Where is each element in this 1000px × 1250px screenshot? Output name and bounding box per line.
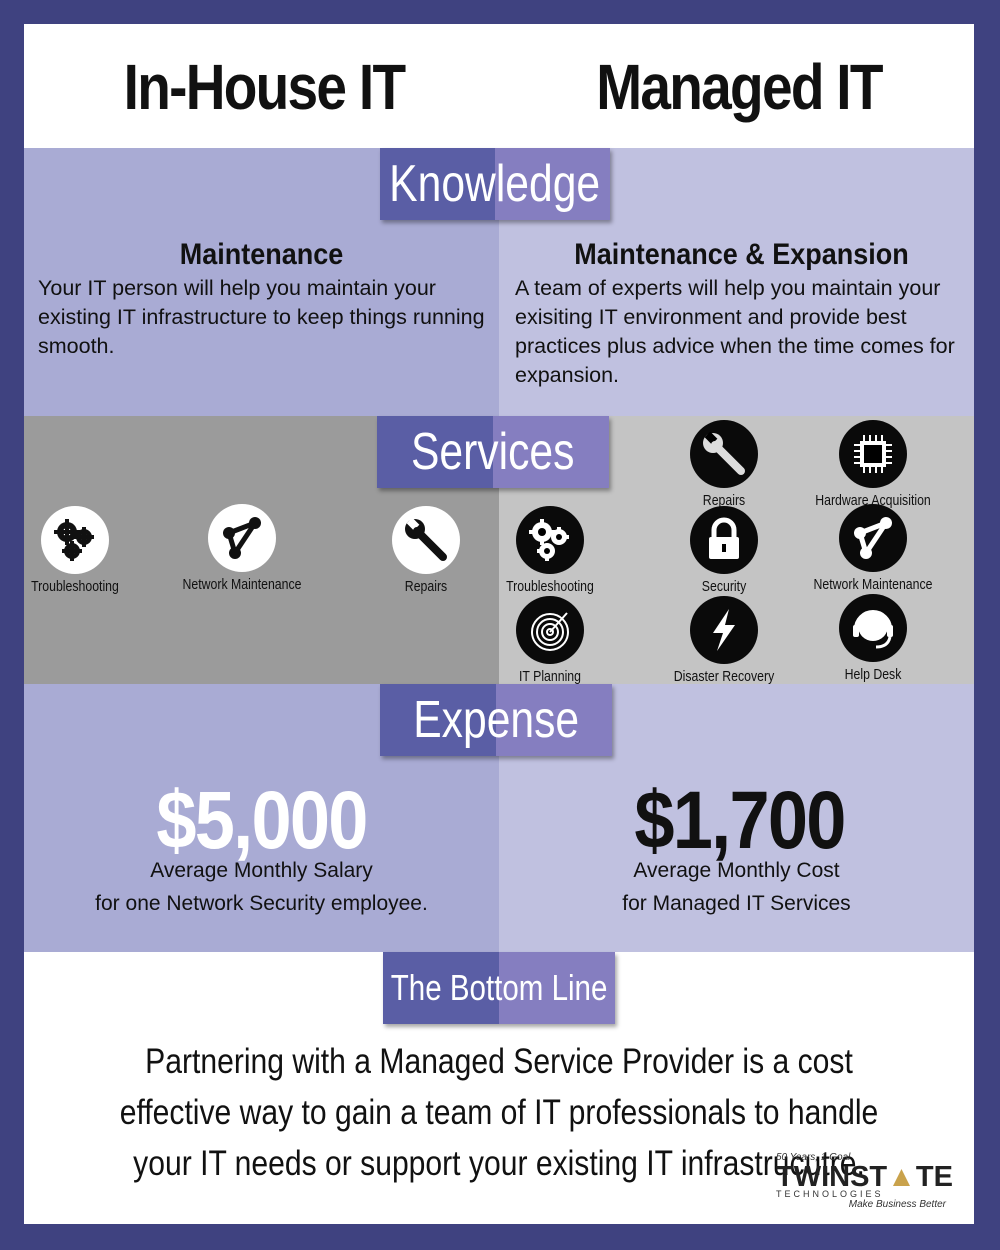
gears-icon bbox=[516, 506, 584, 574]
service-hardware-acquisition-managed: Hardware Acquisition bbox=[798, 420, 948, 509]
services-section: Services Troubleshooting Network Mainten… bbox=[24, 416, 974, 685]
service-disaster-recovery-managed: Disaster Recovery bbox=[649, 596, 799, 685]
service-security-managed: Security bbox=[649, 506, 799, 595]
managed-title: Managed IT bbox=[596, 51, 883, 123]
service-help-desk-managed: Help Desk bbox=[798, 594, 948, 683]
expense-section: Expense $5,000 Average Monthly Salary fo… bbox=[24, 684, 974, 952]
logo-tagline: 50 Years, 1 Goal bbox=[776, 1152, 851, 1163]
bottom-line-label: The Bottom Line bbox=[383, 952, 615, 1024]
bottom-line-text: Partnering with a Managed Service Provid… bbox=[119, 1042, 879, 1183]
right-knowledge-text: A team of experts will help you maintain… bbox=[515, 276, 955, 387]
target-icon bbox=[516, 596, 584, 664]
services-label: Services bbox=[377, 416, 609, 488]
service-repairs-managed: Repairs bbox=[649, 420, 799, 509]
knowledge-section: Knowledge Maintenance Your IT person wil… bbox=[24, 148, 974, 416]
lightning-icon bbox=[690, 596, 758, 664]
lock-icon bbox=[690, 506, 758, 574]
network-icon bbox=[208, 504, 276, 572]
managed-amount: $1,700 bbox=[634, 775, 846, 866]
logo-star-icon: ▲ bbox=[887, 1161, 916, 1193]
expense-label: Expense bbox=[380, 684, 612, 756]
knowledge-label: Knowledge bbox=[380, 148, 610, 220]
logo-slogan: Make Business Better bbox=[848, 1199, 946, 1210]
wrench-icon bbox=[690, 420, 758, 488]
logo-subtitle: TECHNOLOGIES bbox=[776, 1189, 884, 1199]
gears-icon bbox=[41, 506, 109, 574]
in-house-title: In-House IT bbox=[123, 51, 406, 123]
in-house-amount-description: Average Monthly Salary for one Network S… bbox=[95, 859, 428, 915]
service-it-planning-managed: IT Planning bbox=[475, 596, 625, 685]
service-troubleshooting-managed: Troubleshooting bbox=[475, 506, 625, 595]
network-icon bbox=[839, 504, 907, 572]
right-knowledge-heading: Maintenance & Expansion bbox=[574, 238, 909, 271]
managed-amount-description: Average Monthly Cost for Managed IT Serv… bbox=[622, 859, 851, 915]
logo-brand: TWINST▲TE bbox=[776, 1161, 953, 1193]
twinstate-logo: 50 Years, 1 Goal TWINST▲TE TECHNOLOGIES … bbox=[776, 1152, 966, 1216]
infographic: In-House IT Managed IT Knowledge Mainten… bbox=[24, 24, 974, 1224]
service-network-maintenance-inhouse: Network Maintenance bbox=[167, 504, 317, 593]
service-network-maintenance-managed: Network Maintenance bbox=[798, 504, 948, 593]
wrench-icon bbox=[392, 506, 460, 574]
in-house-amount: $5,000 bbox=[156, 775, 368, 866]
headset-icon bbox=[839, 594, 907, 662]
left-knowledge-heading: Maintenance bbox=[179, 238, 344, 271]
service-troubleshooting-inhouse: Troubleshooting bbox=[24, 506, 150, 595]
service-repairs-inhouse: Repairs bbox=[351, 506, 501, 595]
chip-icon bbox=[839, 420, 907, 488]
left-knowledge-text: Your IT person will help you maintain yo… bbox=[38, 276, 485, 358]
